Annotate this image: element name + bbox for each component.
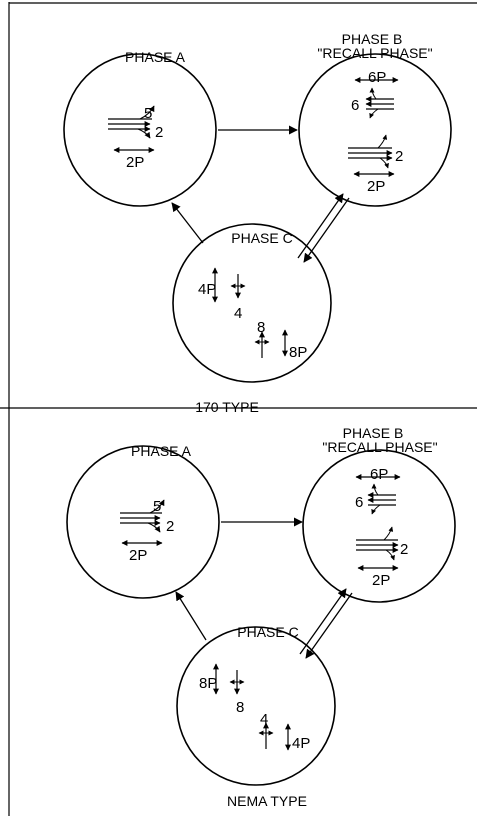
- left-turn-arrow: [139, 105, 155, 120]
- right-turn-arrow: [385, 549, 395, 561]
- left-turn-arrow: [377, 134, 388, 149]
- transition-c-to-b: [297, 193, 344, 259]
- transition-c-to-b: [299, 588, 347, 655]
- right-turn-arrow: [369, 87, 377, 100]
- movement-label: 6P: [370, 466, 388, 483]
- left-turn-arrow: [371, 504, 381, 515]
- phase-c-node: PHASE C 4P 4 8 8P: [172, 223, 332, 383]
- phase-b-subtitle: "RECALL PHASE": [317, 45, 432, 61]
- panel-170-type: 170 TYPE PHASE A 5 2 2P PHASE B "RECALL …: [63, 31, 452, 415]
- phase-c-circle: [172, 223, 332, 383]
- phase-b-title: PHASE B: [343, 425, 404, 441]
- left-turn-arrow: [369, 108, 379, 119]
- movement-label: 2: [395, 148, 403, 165]
- phase-a-node: PHASE A 5 2 2P: [66, 443, 220, 599]
- movement-label: 2: [400, 541, 408, 558]
- transition-b-to-c: [305, 592, 353, 659]
- movement-label: 2: [155, 124, 163, 141]
- panel-nema-type: NEMA TYPE PHASE A 5 2 2P PHASE B "RECALL…: [66, 425, 456, 809]
- phase-c-node: PHASE C 8P 8 4 4P: [176, 624, 336, 786]
- right-turn-arrow: [147, 522, 161, 533]
- movement-label: 2P: [367, 178, 385, 195]
- left-turn-arrow: [149, 499, 165, 514]
- phase-b-subtitle: "RECALL PHASE": [322, 439, 437, 455]
- phase-c-title: PHASE C: [231, 230, 292, 246]
- movement-label: 5: [153, 498, 161, 515]
- transition-c-to-a: [175, 591, 207, 641]
- movement-label: 4P: [292, 735, 310, 752]
- left-turn-arrow: [383, 526, 394, 541]
- phase-b-circle: [298, 53, 452, 207]
- phase-c-title: PHASE C: [237, 624, 298, 640]
- movement-label: 2P: [129, 547, 147, 564]
- movement-label: 2P: [126, 154, 144, 171]
- phase-a-node: PHASE A 5 2 2P: [63, 49, 217, 207]
- movement-label: 8: [236, 699, 244, 716]
- movement-label: 8P: [199, 675, 217, 692]
- transition-b-to-c: [303, 197, 350, 263]
- phase-b-circle: [302, 449, 456, 603]
- right-turn-arrow: [371, 483, 379, 496]
- phase-a-title: PHASE A: [131, 443, 192, 459]
- right-turn-arrow: [137, 128, 151, 139]
- phase-b-title: PHASE B: [342, 31, 403, 47]
- phase-b-node: PHASE B "RECALL PHASE" 6P 6 2 2P: [298, 31, 452, 207]
- phase-a-title: PHASE A: [125, 49, 186, 65]
- phase-c-circle: [176, 626, 336, 786]
- phase-b-node: PHASE B "RECALL PHASE" 6P 6 2 2P: [302, 425, 456, 603]
- panel-title: 170 TYPE: [195, 399, 259, 415]
- movement-label: 8P: [289, 344, 307, 361]
- phase-a-circle: [66, 445, 220, 599]
- movement-label: 4: [234, 305, 242, 322]
- panel-title: NEMA TYPE: [227, 793, 307, 809]
- movement-label: 4: [260, 711, 268, 728]
- movement-label: 6P: [368, 69, 386, 86]
- right-turn-arrow: [379, 157, 389, 169]
- movement-label: 5: [144, 105, 152, 122]
- movement-label: 6: [355, 494, 363, 511]
- transition-c-to-a: [171, 202, 204, 244]
- movement-label: 2: [166, 518, 174, 535]
- movement-label: 8: [257, 319, 265, 336]
- phase-a-circle: [63, 53, 217, 207]
- movement-label: 4P: [198, 281, 216, 298]
- movement-label: 6: [351, 97, 359, 114]
- movement-label: 2P: [372, 572, 390, 589]
